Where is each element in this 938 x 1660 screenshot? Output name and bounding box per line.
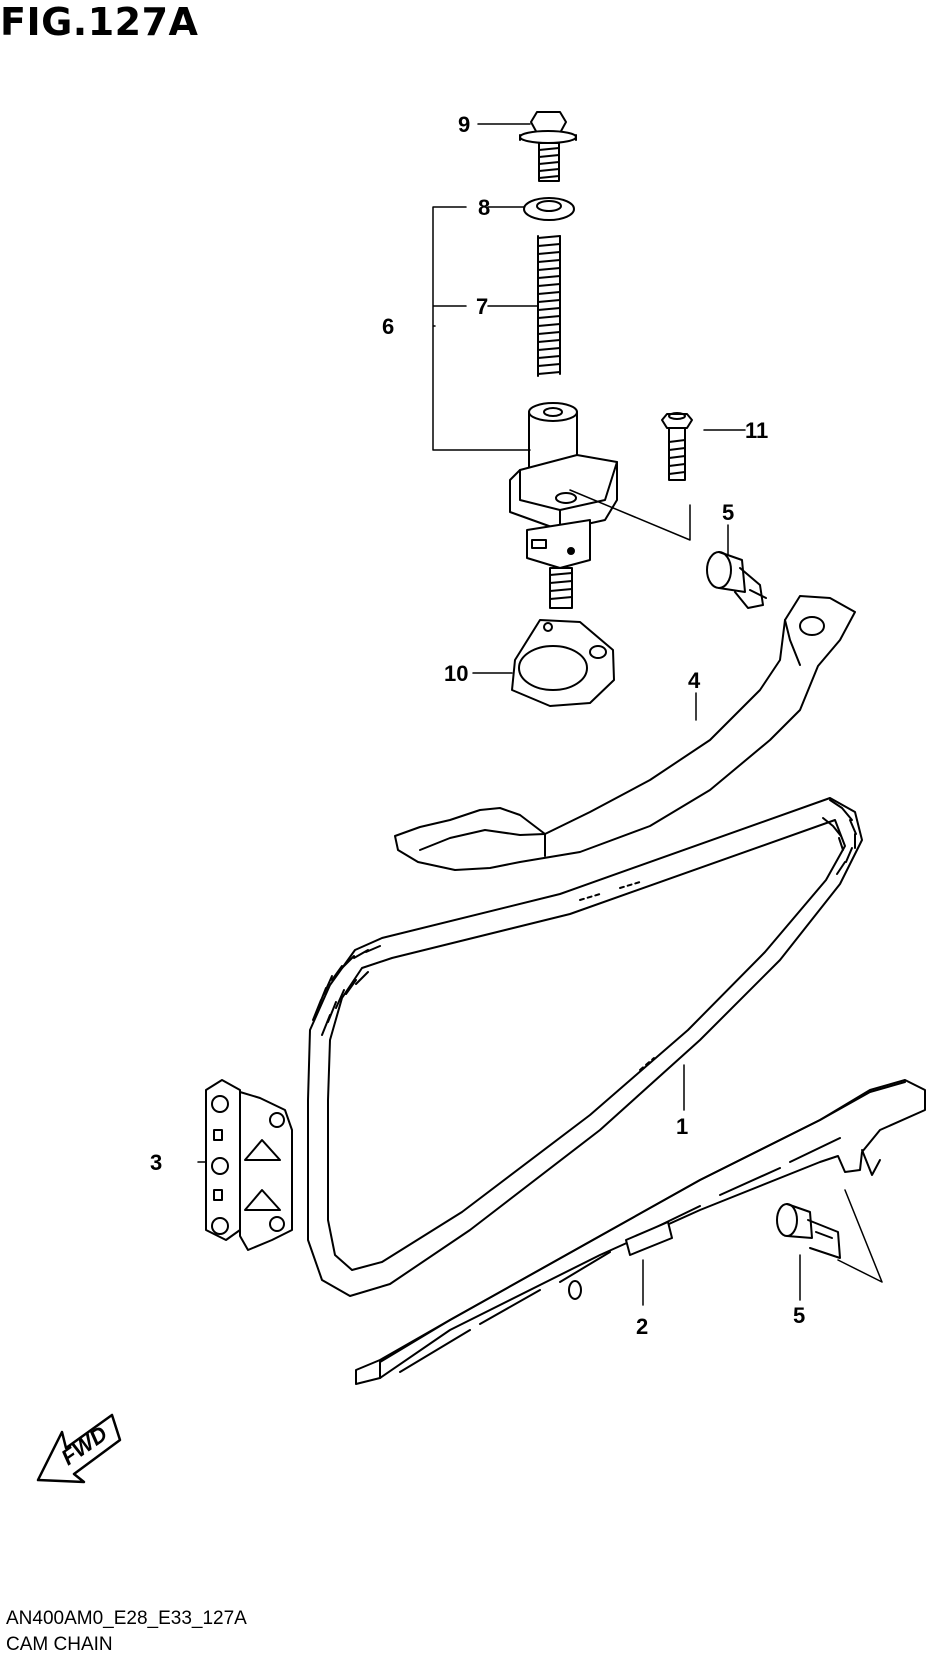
callout-9: 9 [458, 112, 470, 137]
figure-title: FIG.127A [0, 0, 199, 44]
part-8-washer [523, 197, 575, 221]
callout-8: 8 [478, 195, 490, 220]
callout-3: 3 [150, 1150, 162, 1175]
part-10-gasket [511, 619, 615, 707]
part-1-cam-chain [307, 797, 863, 1297]
part-5-pivot-bolt-upper [706, 551, 767, 609]
callout-7: 7 [476, 294, 488, 319]
callout-11: 11 [745, 418, 768, 443]
callout-5-upper: 5 [722, 500, 734, 525]
callout-4: 4 [688, 668, 701, 693]
leader-lines [197, 123, 883, 1306]
part-4-tensioner-arm [394, 595, 856, 871]
callout-6: 6 [382, 314, 394, 339]
diagram-code: AN400AM0_E28_E33_127A [6, 1608, 247, 1629]
diagram-name: CAM CHAIN [6, 1634, 113, 1655]
callout-1: 1 [676, 1114, 688, 1139]
part-9-bolt [519, 111, 577, 182]
part-7-spring [537, 235, 561, 377]
part-6-tensioner-adjuster [509, 402, 618, 609]
part-2-chain-guide [355, 1079, 926, 1385]
callout-5-lower: 5 [793, 1303, 805, 1328]
callout-labels: 9 8 7 6 11 5 10 4 1 3 2 5 [150, 112, 805, 1339]
part-3-chain-guide [205, 1079, 293, 1251]
callout-2: 2 [636, 1314, 648, 1339]
part-5-pivot-bolt-lower [776, 1203, 841, 1259]
callout-10: 10 [444, 661, 468, 686]
part-11-bolt [661, 412, 693, 481]
fwd-arrow-icon: FWD [36, 1413, 122, 1484]
